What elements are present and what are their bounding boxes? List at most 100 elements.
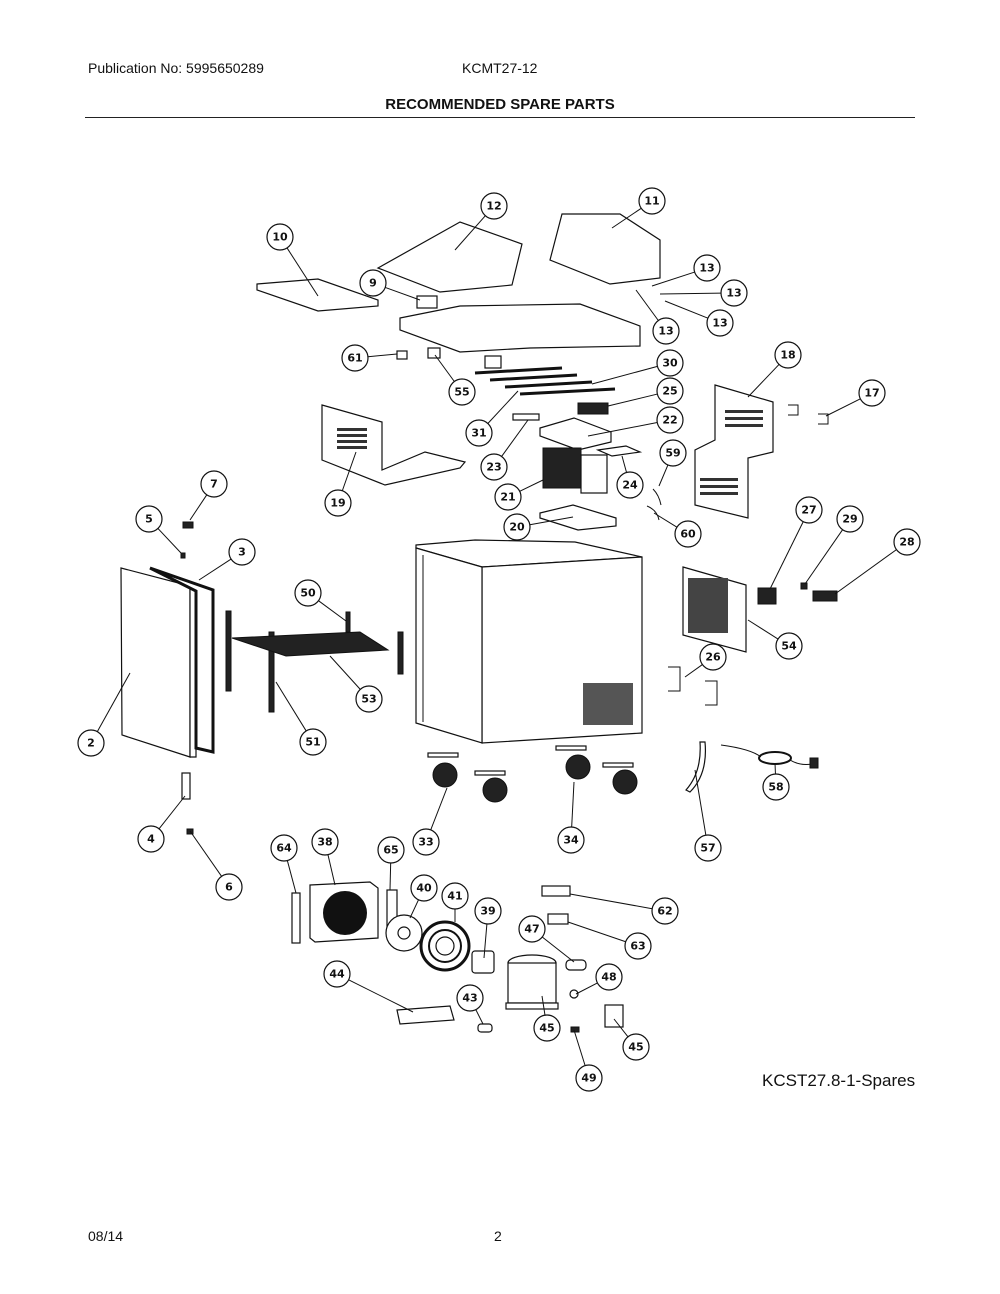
callout-54: 54 [775, 632, 803, 660]
leader-line-18 [747, 364, 780, 398]
leader-line-49 [573, 1029, 586, 1066]
callout-circle [638, 187, 666, 215]
leader-line-44 [348, 979, 414, 1013]
callout-number: 58 [768, 781, 783, 794]
diagram-reference-code: KCST27.8-1-Spares [762, 1071, 916, 1090]
callout-circle [324, 489, 352, 517]
leader-line-34 [571, 781, 575, 828]
part-27 [757, 587, 777, 605]
model-number: KCMT27-12 [462, 60, 538, 76]
callout-circle [215, 873, 243, 901]
callout-28: 28 [893, 528, 921, 556]
callout-number: 39 [480, 905, 495, 918]
callout-51: 51 [299, 728, 327, 756]
callout-circle [858, 379, 886, 407]
leader-line-6 [189, 830, 222, 877]
callout-number: 54 [781, 640, 797, 653]
part-2-door [120, 567, 191, 758]
leader-line-11 [611, 207, 642, 229]
callout-number: 4 [147, 833, 155, 846]
callout-number: 41 [447, 890, 462, 903]
callout-number: 45 [628, 1041, 643, 1054]
callout-number: 17 [864, 387, 879, 400]
callout-number: 2 [87, 737, 95, 750]
callout-2: 2 [77, 729, 105, 757]
callout-57: 57 [694, 834, 722, 862]
callout-number: 10 [272, 231, 288, 244]
callout-5: 5 [135, 505, 163, 533]
callout-circle [624, 932, 652, 960]
callout-circle [137, 825, 165, 853]
part-51-shelf-support-left [225, 610, 232, 692]
callout-number: 33 [418, 836, 433, 849]
callout-number: 59 [665, 447, 680, 460]
part-62 [541, 885, 571, 897]
callout-59: 59 [659, 439, 687, 467]
callout-circle [652, 317, 680, 345]
part-53-shelf [231, 631, 390, 657]
callout-number: 23 [486, 461, 501, 474]
callout-circle [720, 279, 748, 307]
callout-number: 64 [276, 842, 292, 855]
part-30-31-heater-strips [474, 366, 616, 396]
callout-number: 13 [699, 262, 714, 275]
page-number: 2 [494, 1228, 502, 1244]
leader-line-38 [327, 854, 336, 886]
callout-60: 60 [674, 520, 702, 548]
callout-circle [836, 505, 864, 533]
callout-circle [294, 579, 322, 607]
leader-line-53 [329, 655, 361, 690]
callout-number: 47 [524, 923, 539, 936]
leader-line-30 [591, 365, 658, 385]
leader-line-59 [658, 464, 669, 487]
callout-circle [474, 897, 502, 925]
part-25-fan [577, 402, 609, 415]
callout-13c: 13 [706, 309, 734, 337]
header-divider [85, 117, 915, 118]
callout-18: 18 [774, 341, 802, 369]
callout-number: 31 [471, 427, 486, 440]
leader-line-39 [483, 923, 488, 959]
callout-circle [651, 897, 679, 925]
leader-line-25 [607, 393, 658, 407]
callout-number: 22 [662, 414, 677, 427]
callout-circle [533, 1014, 561, 1042]
callout-circle [557, 826, 585, 854]
callout-circle [465, 419, 493, 447]
callout-19: 19 [324, 489, 352, 517]
leader-line-17 [825, 398, 861, 417]
part-17-brackets [788, 404, 829, 425]
part-40-fan-blade [385, 914, 423, 952]
leader-line-26 [684, 664, 703, 678]
part-55-switch [427, 347, 441, 359]
callout-circle [480, 192, 508, 220]
callout-circle [656, 349, 684, 377]
callout-50: 50 [294, 579, 322, 607]
callout-circle [503, 513, 531, 541]
callout-49: 49 [575, 1064, 603, 1092]
leader-line-10 [286, 247, 319, 297]
callout-circle [135, 505, 163, 533]
callout-21: 21 [494, 483, 522, 511]
part-44 [396, 1005, 455, 1025]
callout-13b: 13 [720, 279, 748, 307]
callout-number: 44 [329, 968, 345, 981]
callout-number: 27 [801, 504, 816, 517]
leader-line-29 [804, 529, 844, 585]
part-45-compressor [505, 954, 559, 1010]
leader-line-40 [409, 899, 419, 919]
callout-number: 48 [601, 971, 616, 984]
part-58-power-cord [720, 744, 819, 769]
part-59 [652, 488, 662, 506]
callout-circle [616, 471, 644, 499]
callout-7: 7 [200, 470, 228, 498]
part-43 [477, 1023, 493, 1033]
callout-number: 49 [581, 1072, 596, 1085]
part-38-condenser [309, 881, 379, 943]
callout-26: 26 [699, 643, 727, 671]
callout-34: 34 [557, 826, 585, 854]
part-26-brackets [668, 666, 718, 706]
callout-circle [706, 309, 734, 337]
part-3-gasket [149, 566, 215, 754]
callout-64: 64 [270, 834, 298, 862]
